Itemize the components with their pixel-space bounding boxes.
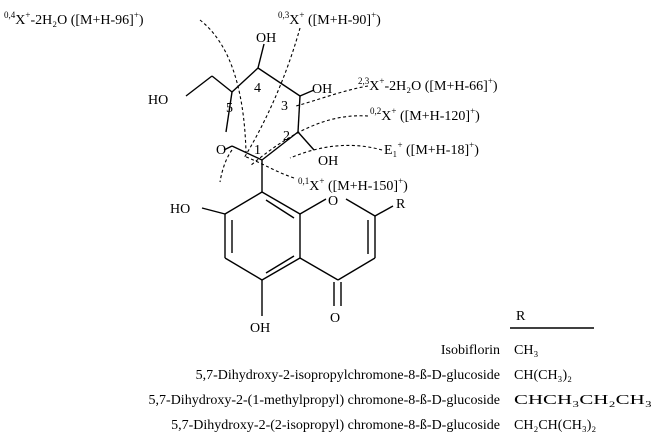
table-row-name: 5,7-Dihydroxy-2-(1-methylpropyl) chromon… [149, 393, 500, 408]
table-row-name: 5,7-Dihydroxy-2-(2-isopropyl) chromone-8… [171, 418, 500, 433]
fragment-label-4: 0,2X+ ([M+H-120]+) [370, 106, 480, 124]
atom-oh-c3: OH [312, 82, 332, 97]
ring-numbers: 5 4 3 2 1 [226, 81, 290, 158]
atom-labels: OH OH OH HO O HO O R OH O [148, 31, 406, 336]
table-row-r: CH(CH₃)₂ [514, 368, 572, 383]
atom-oh-c2: OH [318, 154, 338, 169]
chromone-core [201, 191, 394, 316]
table-row-r: CH₂CH(CH₃)₂ [514, 418, 596, 433]
substituent-table: R Isobiflorin CH₃ 5,7-Dihydroxy-2-isopro… [149, 309, 653, 433]
table-row-r: CH₃ [514, 343, 538, 358]
atom-o-carbonyl: O [330, 311, 340, 326]
atom-oh-top: OH [256, 31, 276, 46]
glucose-ring [185, 43, 315, 192]
atom-ho-left: HO [170, 202, 190, 217]
cleavage-lines [199, 19, 383, 183]
atom-ho-ch2: HO [148, 93, 168, 108]
ring-number-4: 4 [254, 81, 261, 96]
ring-number-3: 3 [281, 99, 288, 114]
ring-number-5: 5 [226, 101, 233, 116]
table-row-r: CHCH₃CH₂CH₃ [514, 393, 652, 408]
table-header-r: R [516, 309, 526, 324]
table-row-name: 5,7-Dihydroxy-2-isopropylchromone-8-ß-D-… [196, 368, 500, 383]
atom-o-chromone: O [328, 194, 338, 209]
fragment-label-6: 0,1X+ ([M+H-150]+) [298, 176, 408, 194]
atom-r-group: R [396, 197, 406, 212]
fragment-label-3: 2,3X+-2H₂O ([M+H-66]+) [358, 76, 498, 94]
atom-oh-bottom: OH [250, 321, 270, 336]
fragment-label-1: 0,4X+-2H₂O ([M+H-96]+) [4, 10, 144, 28]
ring-number-1: 1 [254, 143, 261, 158]
fragment-label-5: E₁+ ([M+H-18]+) [384, 140, 479, 158]
fragment-labels: 0,4X+-2H₂O ([M+H-96]+) 0,3X+ ([M+H-90]+)… [4, 10, 498, 194]
fragment-label-2: 0,3X+ ([M+H-90]+) [278, 10, 381, 28]
ring-number-2: 2 [283, 129, 290, 144]
atom-o-ring: O [216, 143, 226, 158]
table-row-name: Isobiflorin [441, 343, 500, 358]
